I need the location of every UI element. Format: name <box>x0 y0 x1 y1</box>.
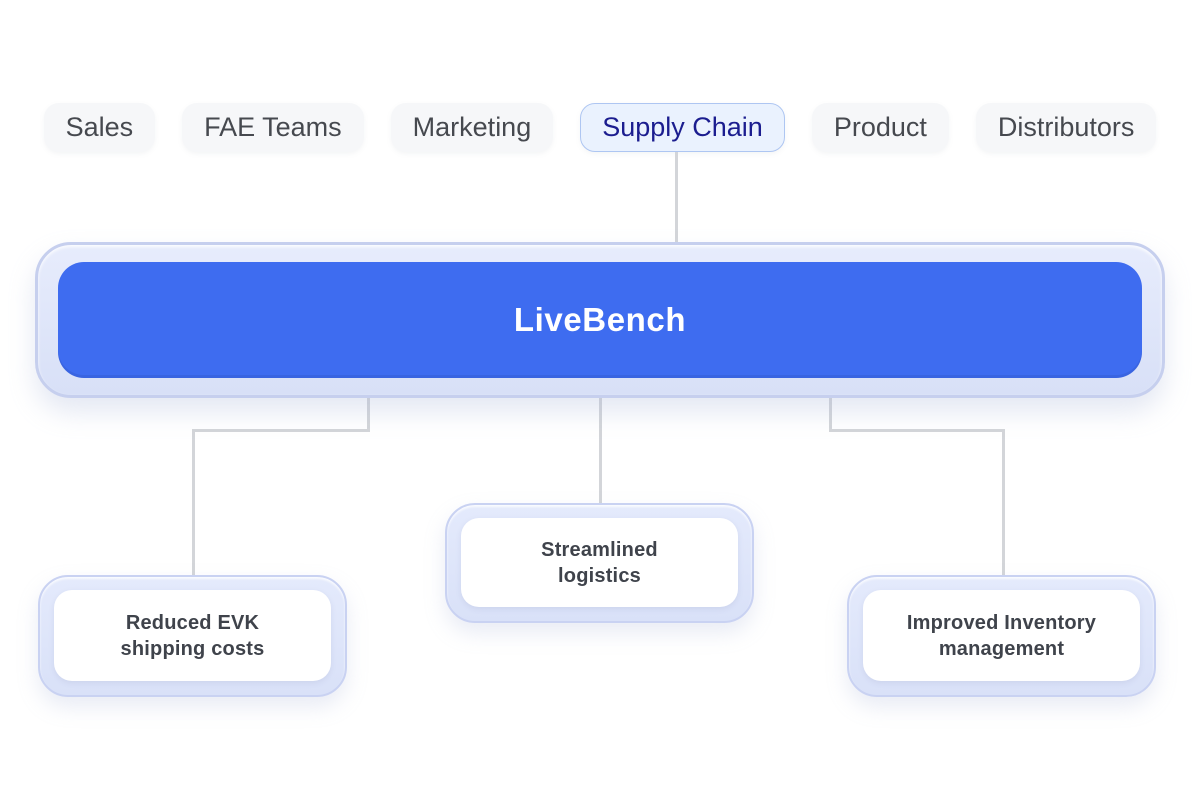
child-node-label-line: logistics <box>558 564 641 587</box>
child-node-improved-inventory-management[interactable]: Improved Inventory management <box>847 575 1156 697</box>
tabs-row: Sales FAE Teams Marketing Supply Chain P… <box>0 103 1200 152</box>
tab-distributors[interactable]: Distributors <box>975 103 1157 152</box>
root-node-body: LiveBench <box>58 262 1142 378</box>
root-node-label: LiveBench <box>513 301 687 338</box>
child-node-label-line: shipping costs <box>120 637 265 660</box>
tab-supply-chain[interactable]: Supply Chain <box>580 103 785 152</box>
tab-sales[interactable]: Sales <box>43 103 156 152</box>
child-node-label-line: Streamlined <box>541 538 658 561</box>
child-node-streamlined-logistics[interactable]: Streamlined logistics <box>445 503 754 623</box>
connector-root-to-right-segment-3 <box>1002 429 1005 579</box>
connector-root-to-left-segment-1 <box>367 396 370 432</box>
child-node-label-line: Reduced EVK <box>125 611 260 634</box>
child-node-label-line: management <box>938 637 1065 660</box>
child-node-reduced-evk-shipping-costs[interactable]: Reduced EVK shipping costs <box>38 575 347 697</box>
connector-supply-chain-to-root <box>675 152 678 244</box>
connector-root-to-right-segment-2 <box>829 429 1005 432</box>
child-node-body: Streamlined logistics <box>461 518 738 607</box>
connector-root-to-left-segment-3 <box>192 429 195 579</box>
child-node-body: Improved Inventory management <box>863 590 1140 681</box>
child-node-label-line: Improved Inventory <box>906 611 1097 634</box>
tab-product[interactable]: Product <box>811 103 949 152</box>
root-node[interactable]: LiveBench <box>35 242 1165 398</box>
child-node-body: Reduced EVK shipping costs <box>54 590 331 681</box>
connector-root-to-left-segment-2 <box>192 429 370 432</box>
connector-root-to-right-segment-1 <box>829 396 832 432</box>
connector-root-to-middle <box>599 396 602 508</box>
tab-fae-teams[interactable]: FAE Teams <box>182 103 364 152</box>
tab-marketing[interactable]: Marketing <box>390 103 554 152</box>
